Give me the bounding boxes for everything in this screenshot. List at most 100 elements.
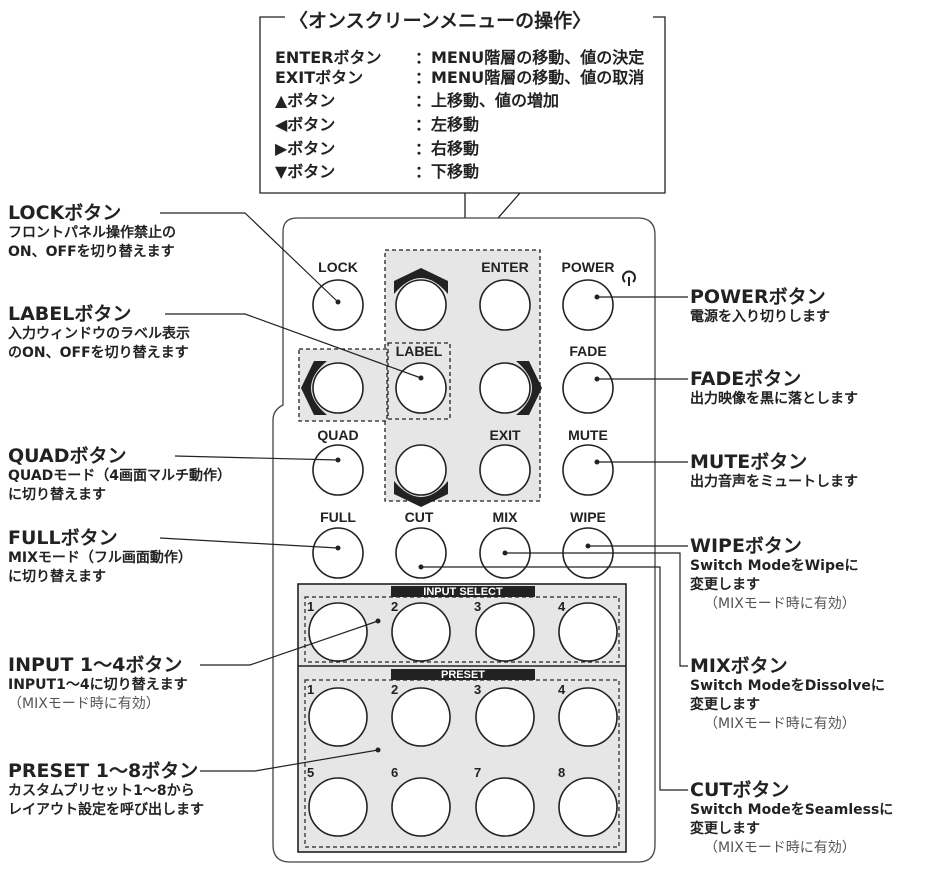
callout-desc: QUADモード（4画面マルチ動作） (8, 468, 232, 484)
callout-desc: 変更します (690, 577, 760, 593)
menu-desc: ：下移動 (415, 162, 480, 181)
preset-4-button[interactable] (558, 687, 618, 747)
mix-label: MIX (493, 509, 519, 525)
power-button[interactable] (562, 279, 614, 331)
menu-key: ENTERボタン (275, 48, 382, 67)
enter-label: ENTER (481, 259, 528, 275)
fade-button[interactable] (562, 362, 614, 414)
preset-num-3: 3 (474, 682, 481, 697)
callout-desc: 電源を入り切りします (690, 309, 830, 325)
callout-title: PRESET 1〜8ボタン (8, 760, 199, 782)
right-arrow-button[interactable] (479, 361, 542, 415)
input-num-1: 1 (307, 599, 314, 614)
down-arrow-button[interactable] (394, 444, 448, 507)
callout-desc: Switch ModeをWipeに (690, 558, 859, 574)
enter-button[interactable] (479, 279, 531, 331)
input-num-3: 3 (474, 599, 481, 614)
preset-num-6: 6 (391, 765, 398, 780)
input-select-label: INPUT SELECT (423, 586, 503, 598)
menu-bracket (259, 16, 666, 194)
lock-button[interactable] (312, 279, 364, 331)
preset-bar (391, 669, 535, 680)
menu-desc: ：左移動 (415, 115, 480, 134)
callout-desc: カスタムプリセット1〜8から (8, 783, 195, 799)
callout-note: （MIXモード時に有効） (704, 716, 856, 732)
input-3-button[interactable] (475, 602, 535, 662)
fade-callout: FADEボタン 出力映像を黒に落とします (690, 368, 858, 409)
menu-desc: ：上移動、値の増加 (415, 91, 560, 110)
callout-desc: ON、OFFを切り替えます (8, 244, 175, 260)
menu-key: ▶ボタン (275, 139, 336, 158)
exit-button[interactable] (479, 444, 531, 496)
quad-label: QUAD (317, 427, 358, 443)
power-label: POWER (562, 259, 615, 275)
callout-desc: に切り替えます (8, 569, 106, 585)
leader-dots (335, 294, 600, 753)
leader-lines (159, 212, 688, 791)
preset-callout: PRESET 1〜8ボタン カスタムプリセット1〜8から レイアウト設定を呼び出… (8, 760, 204, 820)
input-1-button[interactable] (308, 602, 368, 662)
callout-desc: INPUT1〜4に切り替えます (8, 677, 188, 693)
menu-key: EXITボタン (275, 68, 364, 87)
preset-8-button[interactable] (558, 777, 618, 837)
fade-label: FADE (569, 343, 606, 359)
callout-desc: Switch ModeをSeamlessに (690, 802, 894, 818)
quad-button[interactable] (312, 444, 364, 496)
up-arrow-button[interactable] (394, 268, 448, 331)
preset-label: PRESET (441, 669, 485, 681)
callout-note: （MIXモード時に有効） (704, 840, 856, 856)
callout-desc: 変更します (690, 821, 760, 837)
label-button[interactable] (395, 362, 447, 414)
menu-row-exit: EXITボタン：MENU階層の移動、値の取消 (275, 68, 644, 88)
preset-2-button[interactable] (391, 687, 451, 747)
callout-title: WIPEボタン (690, 535, 802, 557)
menu-row-left: ◀ボタン ：左移動 (275, 115, 479, 135)
power-callout: POWERボタン 電源を入り切りします (690, 286, 830, 327)
mute-callout: MUTEボタン 出力音声をミュートします (690, 451, 858, 492)
callout-note: （MIXモード時に有効） (8, 696, 160, 712)
preset-num-5: 5 (307, 765, 314, 780)
mute-button[interactable] (562, 444, 614, 496)
callout-title: FULLボタン (8, 527, 118, 549)
wipe-callout: WIPEボタン Switch ModeをWipeに 変更します （MIXモード時… (690, 535, 858, 614)
preset-5-button[interactable] (308, 777, 368, 837)
menu-key: ◀ボタン (275, 115, 336, 134)
input-num-4: 4 (558, 599, 566, 614)
callout-desc: 入力ウィンドウのラベル表示 (8, 326, 190, 342)
full-button[interactable] (312, 527, 364, 579)
callout-desc: レイアウト設定を呼び出します (8, 802, 204, 818)
menu-key: ▼ボタン (275, 162, 336, 181)
callout-desc: 出力映像を黒に落とします (690, 391, 858, 407)
callout-desc: のON、OFFを切り替えます (8, 345, 189, 361)
power-icon (622, 270, 636, 286)
preset-3-button[interactable] (475, 687, 535, 747)
wipe-label: WIPE (570, 509, 606, 525)
label-callout: LABELボタン 入力ウィンドウのラベル表示 のON、OFFを切り替えます (8, 303, 190, 363)
preset-6-button[interactable] (391, 777, 451, 837)
lock-label: LOCK (318, 259, 358, 275)
quad-callout: QUADボタン QUADモード（4画面マルチ動作） に切り替えます (8, 445, 231, 505)
callout-desc: MIXモード（フル画面動作） (8, 550, 192, 566)
cut-button[interactable] (395, 527, 447, 579)
menu-title: 〈オンスクリーンメニューの操作〉 (285, 6, 653, 33)
callout-title: INPUT 1〜4ボタン (8, 654, 183, 676)
preset-1-button[interactable] (308, 687, 368, 747)
input-4-button[interactable] (558, 602, 618, 662)
menu-row-down: ▼ボタン ：下移動 (275, 162, 479, 182)
input-2-button[interactable] (391, 602, 451, 662)
input-num-2: 2 (391, 599, 398, 614)
menu-desc: ：MENU階層の移動、値の決定 (415, 48, 645, 67)
callout-title: QUADボタン (8, 445, 127, 467)
left-arrow-button[interactable] (301, 361, 364, 415)
preset-7-button[interactable] (475, 777, 535, 837)
input-select-bar (391, 586, 535, 597)
callout-title: MUTEボタン (690, 451, 808, 473)
lock-callout: LOCKボタン フロントパネル操作禁止の ON、OFFを切り替えます (8, 202, 176, 262)
callout-desc: 出力音声をミュートします (690, 474, 858, 490)
full-callout: FULLボタン MIXモード（フル画面動作） に切り替えます (8, 527, 192, 587)
exit-label: EXIT (489, 427, 521, 443)
preset-num-4: 4 (558, 682, 566, 697)
menu-row-up: ▲ボタン：上移動、値の増加 (275, 91, 559, 111)
full-label: FULL (320, 509, 356, 525)
